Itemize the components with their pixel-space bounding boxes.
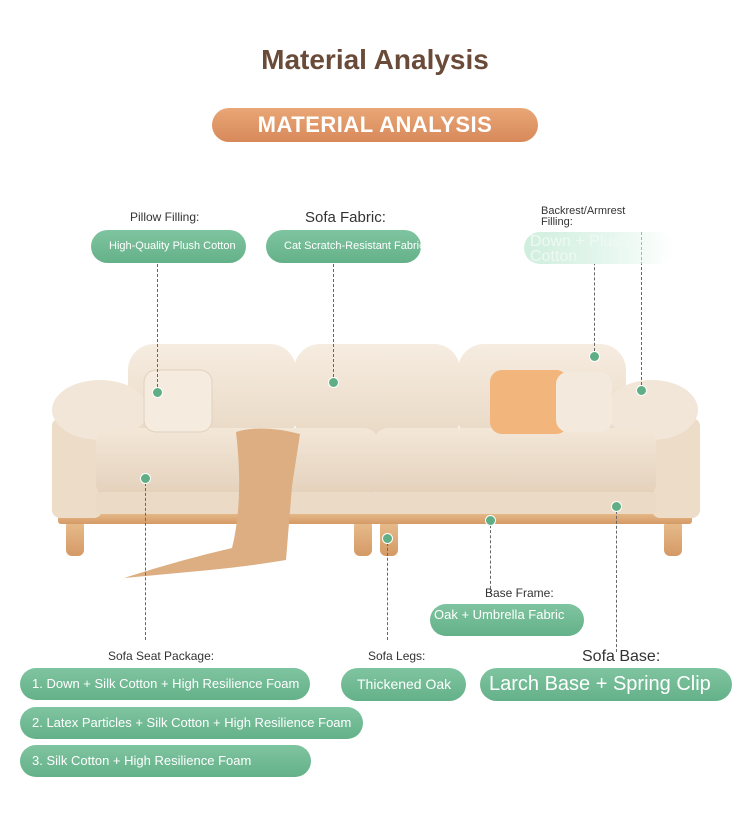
fabric-leader-line: [333, 264, 334, 382]
sofa-legs-label: Sofa Legs:: [368, 649, 426, 663]
pillow-marker-dot: [152, 387, 163, 398]
sofa-leg: [66, 520, 84, 556]
sofa-fabric-pill: Cat Scratch-Resistant Fabric: [266, 230, 421, 263]
left-arm: [52, 418, 102, 518]
armrest-marker-dot: [636, 385, 647, 396]
seat-option-3-pill: 3. Silk Cotton + High Resilience Foam: [20, 745, 311, 777]
seat-option-1-pill: 1. Down + Silk Cotton + High Resilience …: [20, 668, 310, 700]
seat-option-2-pill: 2. Latex Particles + Silk Cotton + High …: [20, 707, 363, 739]
orange-pillow: [490, 370, 568, 434]
seat-cushion: [96, 428, 378, 498]
white-pillow: [556, 372, 612, 432]
throw-blanket: [124, 428, 300, 578]
sofa-base-label: Sofa Base:: [582, 648, 661, 665]
backrest-filling-label: Backrest/Armrest Filling:: [541, 205, 626, 228]
right-arm: [652, 418, 700, 518]
sofa-fabric-label: Sofa Fabric:: [305, 209, 386, 226]
seat-leader-line: [145, 478, 146, 640]
seat-marker-dot: [140, 473, 151, 484]
base-frame-pill: Oak + Umbrella Fabric: [430, 604, 584, 636]
fabric-marker-dot: [328, 377, 339, 388]
back-cushion: [294, 344, 460, 444]
sofa-leg: [664, 520, 682, 556]
page-title: Material Analysis: [261, 44, 489, 75]
pillow-filling-label: Pillow Filling:: [130, 210, 200, 224]
right-arm-pillow: [606, 380, 698, 440]
base-frame-leader-line: [490, 520, 491, 594]
sofa-base-pill: Larch Base + Spring Clip: [480, 668, 732, 701]
sofa-leg: [354, 520, 372, 556]
sofa-legs-pill: Thickened Oak: [341, 668, 466, 701]
legs-marker-dot: [382, 533, 393, 544]
base-leader-line: [616, 506, 617, 652]
pillow-leader-line: [157, 264, 158, 392]
base-marker-dot: [611, 501, 622, 512]
seat-cushion: [374, 428, 656, 498]
seat-package-label: Sofa Seat Package:: [108, 649, 215, 663]
base-frame-label: Base Frame:: [485, 586, 554, 600]
seat-front: [96, 492, 656, 514]
white-pillow: [143, 369, 213, 433]
legs-leader-line: [387, 538, 388, 640]
base-frame-marker-dot: [485, 515, 496, 526]
backrest-filling-pill: Down + Plush Cotton: [524, 232, 674, 264]
backrest-marker-dot: [589, 351, 600, 362]
backrest-leader-line: [594, 232, 595, 356]
armrest-leader-line: [641, 232, 642, 390]
section-banner: MATERIAL ANALYSIS: [212, 108, 538, 142]
left-arm-pillow: [52, 380, 148, 440]
sofa-base-frame: [58, 512, 692, 524]
pillow-filling-pill: High-Quality Plush Cotton: [91, 230, 246, 263]
